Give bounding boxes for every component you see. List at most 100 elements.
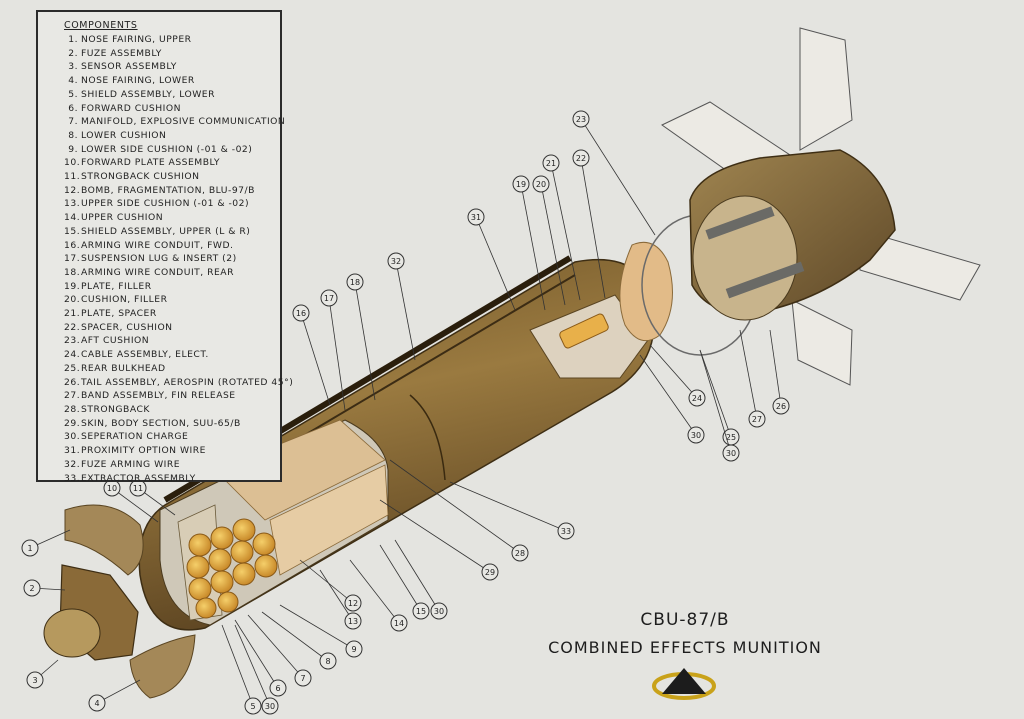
legend-item-label: ARMING WIRE CONDUIT, FWD. bbox=[81, 239, 234, 251]
legend-item-number: 9. bbox=[68, 143, 78, 155]
rear-cutaway bbox=[529, 294, 649, 379]
legend-item-label: UPPER CUSHION bbox=[81, 212, 164, 224]
legend-item-label: SHIELD ASSEMBLY, LOWER bbox=[81, 88, 215, 100]
legend-item-label: FUZE ASSEMBLY bbox=[81, 47, 162, 59]
callout-number: 3 bbox=[32, 676, 37, 685]
legend-item-label: BOMB, FRAGMENTATION, BLU-97/B bbox=[81, 184, 255, 196]
legend-item-label: PLATE, SPACER bbox=[81, 308, 157, 320]
legend-item-label: SKIN, BODY SECTION, SUU-65/B bbox=[81, 417, 241, 429]
callout-circle bbox=[511, 544, 529, 562]
legend-item: 13.UPPER SIDE CUSHION (-01 & -02) bbox=[64, 197, 280, 211]
callout-leader bbox=[279, 604, 355, 650]
callout-number: 11 bbox=[133, 484, 143, 493]
legend-item-number: 3. bbox=[68, 61, 78, 73]
legend-item: 23.AFT CUSHION bbox=[64, 334, 280, 348]
callout-circle bbox=[532, 175, 550, 193]
legend-item-number: 31. bbox=[64, 445, 81, 457]
legend-item-number: 14. bbox=[64, 212, 81, 224]
legend-item-number: 22. bbox=[64, 321, 81, 333]
legend-item-number: 12. bbox=[64, 184, 81, 196]
legend-item-number: 29. bbox=[64, 417, 81, 429]
legend-item: 6.FORWARD CUSHION bbox=[64, 102, 280, 116]
callout-number: 21 bbox=[546, 159, 556, 168]
callout-number: 1 bbox=[27, 544, 32, 553]
callout-leader bbox=[769, 329, 782, 407]
callout-number: 10 bbox=[107, 484, 117, 493]
callout-leader bbox=[699, 349, 732, 454]
legend-item: 21.PLATE, SPACER bbox=[64, 307, 280, 321]
callout-number: 16 bbox=[296, 309, 306, 318]
fuze-assembly bbox=[43, 564, 139, 661]
callout-number: 13 bbox=[348, 617, 358, 626]
legend-item: 5.SHIELD ASSEMBLY, LOWER bbox=[64, 88, 280, 102]
callout-circle bbox=[345, 640, 363, 658]
callout-leader bbox=[299, 559, 354, 604]
legend-item-number: 20. bbox=[64, 294, 81, 306]
legend-item: 25.REAR BULKHEAD bbox=[64, 362, 280, 376]
callout-leader bbox=[379, 499, 491, 573]
legend-item-label: LOWER CUSHION bbox=[81, 129, 167, 141]
legend-item: 19.PLATE, FILLER bbox=[64, 280, 280, 294]
callout-number: 2 bbox=[29, 584, 34, 593]
callout-number: 26 bbox=[776, 402, 786, 411]
callout-circle bbox=[412, 602, 430, 620]
callout-circle bbox=[292, 304, 310, 322]
callout-number: 18 bbox=[350, 278, 360, 287]
callout-number: 31 bbox=[471, 213, 481, 222]
callout-circle bbox=[346, 273, 364, 291]
legend-item-number: 23. bbox=[64, 335, 81, 347]
callout-circle bbox=[244, 697, 262, 715]
legend-item: 7.MANIFOLD, EXPLOSIVE COMMUNICATION bbox=[64, 115, 285, 129]
nose-fairing-upper bbox=[64, 504, 144, 576]
bomblets bbox=[186, 518, 278, 619]
callout-number: 23 bbox=[576, 115, 586, 124]
legend-item-number: 26. bbox=[64, 376, 81, 388]
callout-circle bbox=[557, 522, 575, 540]
legend-item: 12.BOMB, FRAGMENTATION, BLU-97/B bbox=[64, 184, 280, 198]
callout-circle bbox=[294, 669, 312, 687]
callout-leader bbox=[580, 118, 656, 236]
callout-leader bbox=[221, 624, 254, 707]
legend-item-number: 27. bbox=[64, 390, 81, 402]
legend-item: 24.CABLE ASSEMBLY, ELECT. bbox=[64, 348, 280, 362]
callout-circle bbox=[722, 444, 740, 462]
legend-item-label: TAIL ASSEMBLY, AEROSPIN (ROTATED 45°) bbox=[81, 376, 294, 388]
legend-item-number: 17. bbox=[64, 253, 81, 265]
callout-leader bbox=[580, 157, 606, 299]
legend-item-label: ARMING WIRE CONDUIT, REAR bbox=[81, 266, 234, 278]
legend-item-label: FUZE ARMING WIRE bbox=[81, 458, 181, 470]
callout-leader bbox=[394, 539, 440, 612]
callout-leader bbox=[234, 624, 271, 707]
legend-item-label: CABLE ASSEMBLY, ELECT. bbox=[81, 349, 209, 361]
legend-item-number: 28. bbox=[64, 403, 81, 415]
legend-item-number: 16. bbox=[64, 239, 81, 251]
legend-item-label: NOSE FAIRING, UPPER bbox=[81, 34, 192, 45]
legend-item: 26.TAIL ASSEMBLY, AEROSPIN (ROTATED 45°) bbox=[64, 376, 293, 390]
legend-item: 2.FUZE ASSEMBLY bbox=[64, 47, 280, 61]
callout-leader bbox=[379, 544, 422, 612]
callout-number: 30 bbox=[434, 607, 444, 616]
callout-number: 20 bbox=[536, 180, 546, 189]
callout-number: 4 bbox=[94, 699, 99, 708]
callout-leader bbox=[328, 297, 346, 411]
callout-circle bbox=[572, 110, 590, 128]
legend-item-label: REAR BULKHEAD bbox=[81, 362, 166, 374]
callout-leader bbox=[261, 611, 329, 662]
legend-item-label: FORWARD PLATE ASSEMBLY bbox=[81, 157, 221, 169]
callout-circle bbox=[23, 579, 41, 597]
callout-number: 24 bbox=[692, 394, 702, 403]
callout-leader bbox=[111, 487, 159, 523]
callout-circle bbox=[430, 602, 448, 620]
legend-item-number: 33. bbox=[64, 472, 81, 484]
callout-number: 17 bbox=[324, 294, 334, 303]
callout-number: 15 bbox=[416, 607, 426, 616]
callout-leader bbox=[449, 481, 567, 532]
legend-item: 3.SENSOR ASSEMBLY bbox=[64, 60, 280, 74]
legend-item-label: FORWARD CUSHION bbox=[81, 102, 181, 114]
legend-item: 1.NOSE FAIRING, UPPER bbox=[64, 33, 280, 47]
callout-number: 19 bbox=[516, 180, 526, 189]
legend-item: 10.FORWARD PLATE ASSEMBLY bbox=[64, 156, 280, 170]
callout-circle bbox=[542, 154, 560, 172]
legend-item-number: 7. bbox=[68, 116, 78, 128]
